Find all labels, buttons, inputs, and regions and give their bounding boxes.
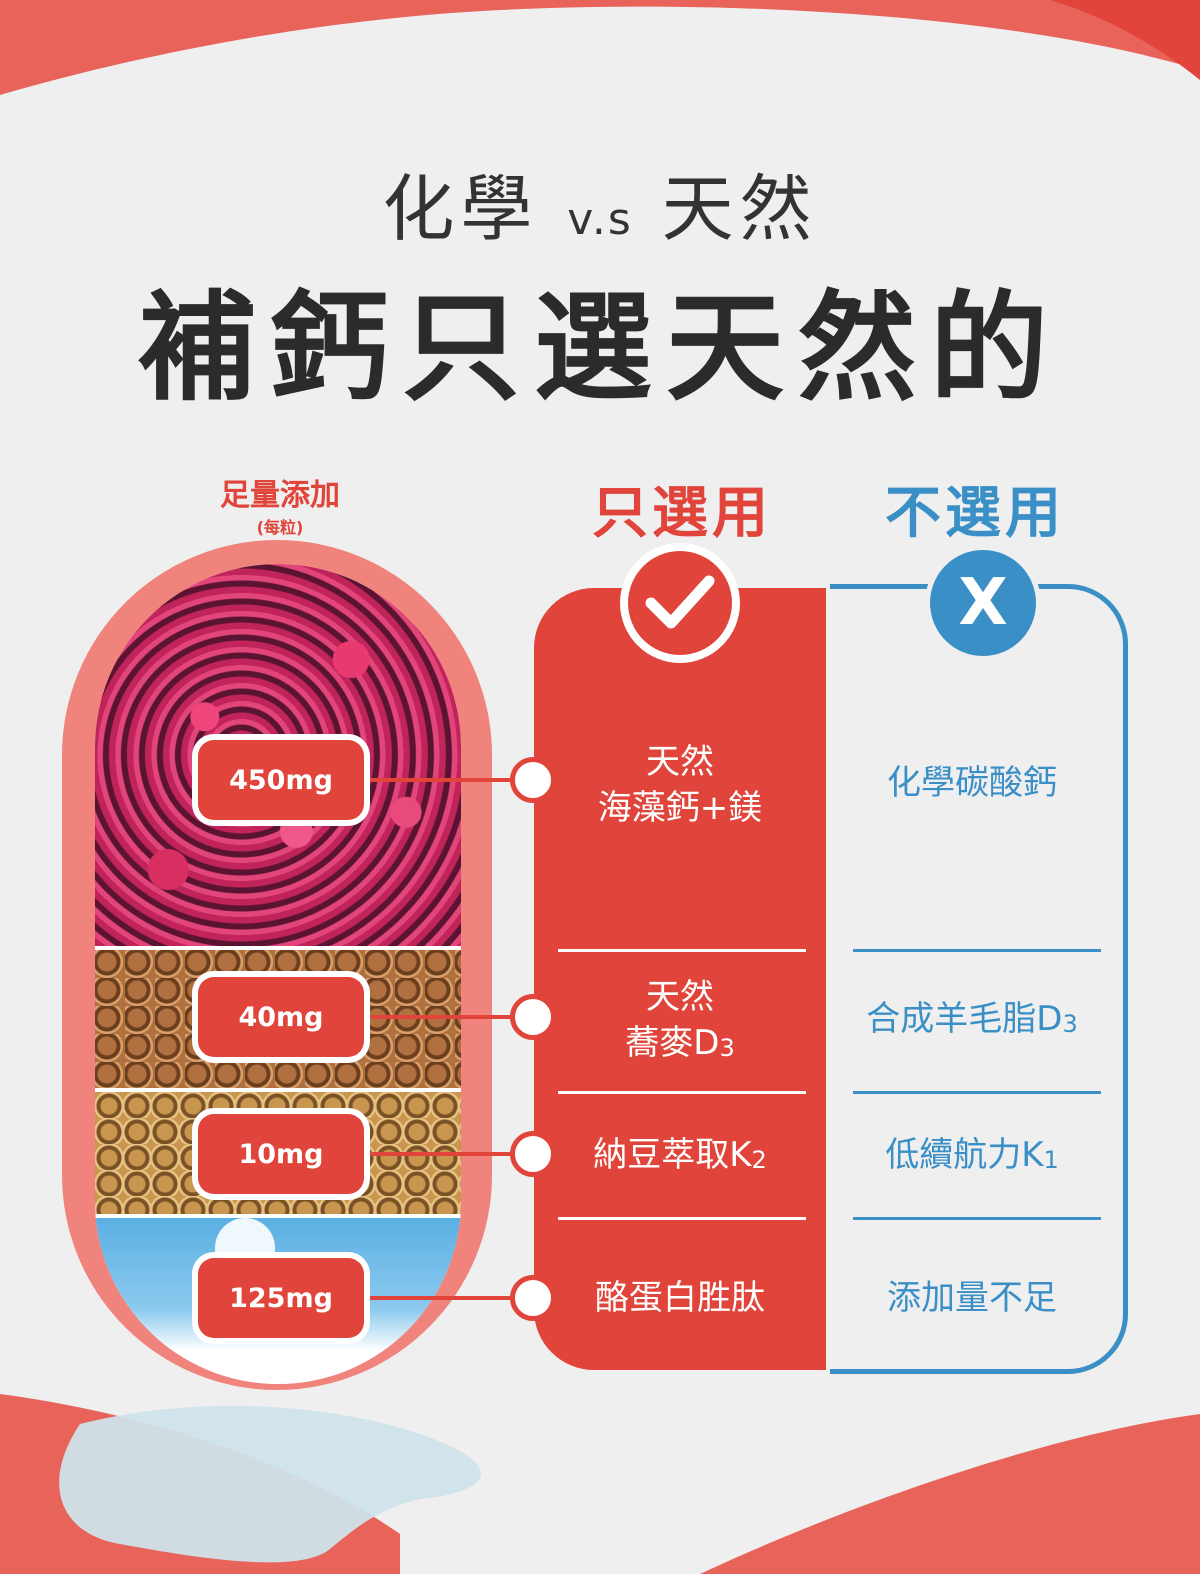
reject-cell: 合成羊毛脂D3 xyxy=(832,992,1112,1048)
dose-connector xyxy=(368,778,518,782)
choose-row-divider xyxy=(558,949,806,952)
connector-dot xyxy=(510,994,556,1040)
bottom-wave-decoration xyxy=(0,1394,1200,1574)
reject-cell: 化學碳酸鈣 xyxy=(832,755,1112,811)
choose-row-divider xyxy=(558,1217,806,1220)
choose-line: 納豆萃取K2 xyxy=(593,1132,767,1181)
choose-column-panel xyxy=(534,588,826,1370)
dose-value: 125mg xyxy=(198,1258,364,1338)
reject-line: 合成羊毛脂D3 xyxy=(866,996,1077,1045)
reject-line: 添加量不足 xyxy=(887,1278,1057,1318)
choose-line: 天然 xyxy=(646,742,714,782)
reject-line: 化學碳酸鈣 xyxy=(887,763,1057,803)
choose-subscript: 2 xyxy=(751,1145,767,1174)
choose-cell: 酪蛋白胜肽 xyxy=(534,1270,826,1326)
dose-badge: 125mg xyxy=(192,1252,370,1344)
choose-line: 酪蛋白胜肽 xyxy=(595,1278,765,1318)
dose-connector xyxy=(368,1152,518,1156)
reject-column-panel xyxy=(830,584,1128,1374)
check-badge xyxy=(620,543,740,663)
reject-row-divider xyxy=(853,1091,1101,1094)
dose-badge: 10mg xyxy=(192,1108,370,1200)
capsule-divider xyxy=(95,1088,461,1092)
dose-connector xyxy=(368,1296,518,1300)
choose-line: 蕎麥D3 xyxy=(625,1020,734,1069)
checkmark-icon xyxy=(645,575,715,629)
reject-main: 合成羊毛脂D xyxy=(866,998,1063,1039)
choose-main: 蕎麥D xyxy=(625,1022,720,1063)
x-icon: X xyxy=(930,550,1036,656)
reject-cell: 添加量不足 xyxy=(832,1270,1112,1326)
connector-dot xyxy=(510,757,556,803)
choose-cell: 納豆萃取K2 xyxy=(534,1128,826,1184)
choose-subscript: 3 xyxy=(719,1033,735,1062)
capsule-divider xyxy=(95,946,461,950)
choose-line: 海藻鈣+鎂 xyxy=(597,788,763,828)
top-wave-decoration xyxy=(0,0,1200,95)
reject-main: 低續航力K xyxy=(885,1134,1044,1175)
dose-value: 450mg xyxy=(198,740,364,820)
x-badge: X xyxy=(925,545,1041,661)
choose-cell: 天然 海藻鈣+鎂 xyxy=(534,735,826,835)
choose-column-header: 只選用 xyxy=(592,481,772,546)
capsule-divider xyxy=(95,1214,461,1218)
reject-panel-top-edge xyxy=(830,584,930,589)
choose-line: 天然 xyxy=(646,976,714,1017)
dose-connector xyxy=(368,1015,518,1019)
page-subtitle: 化學 v.s 天然 xyxy=(0,150,1200,255)
reject-cell: 低續航力K1 xyxy=(832,1128,1112,1184)
subtitle-left: 化學 xyxy=(382,167,539,251)
reject-row-divider xyxy=(853,1217,1101,1220)
choose-main: 納豆萃取K xyxy=(593,1134,752,1175)
choose-cell: 天然 蕎麥D3 xyxy=(534,973,826,1069)
connector-dot xyxy=(510,1275,556,1321)
reject-subscript: 3 xyxy=(1062,1009,1078,1038)
dosage-header-sublabel: (每粒) xyxy=(256,518,304,537)
subtitle-vs: v.s xyxy=(567,194,633,245)
reject-panel-bottom-edge xyxy=(830,1369,1070,1374)
dosage-header-label: 足量添加 xyxy=(220,478,340,513)
dosage-header: 足量添加 (每粒) xyxy=(190,470,370,538)
reject-subscript: 1 xyxy=(1043,1145,1059,1174)
dose-value: 40mg xyxy=(198,977,364,1057)
connector-dot xyxy=(510,1131,556,1177)
reject-column-header: 不選用 xyxy=(885,481,1065,546)
dose-value: 10mg xyxy=(198,1114,364,1194)
subtitle-right: 天然 xyxy=(661,167,818,251)
reject-row-divider xyxy=(853,949,1101,952)
reject-line: 低續航力K1 xyxy=(885,1132,1059,1181)
page-title: 補鈣只選天然的 xyxy=(137,279,1062,417)
dose-badge: 40mg xyxy=(192,971,370,1063)
dose-badge: 450mg xyxy=(192,734,370,826)
choose-row-divider xyxy=(558,1091,806,1094)
